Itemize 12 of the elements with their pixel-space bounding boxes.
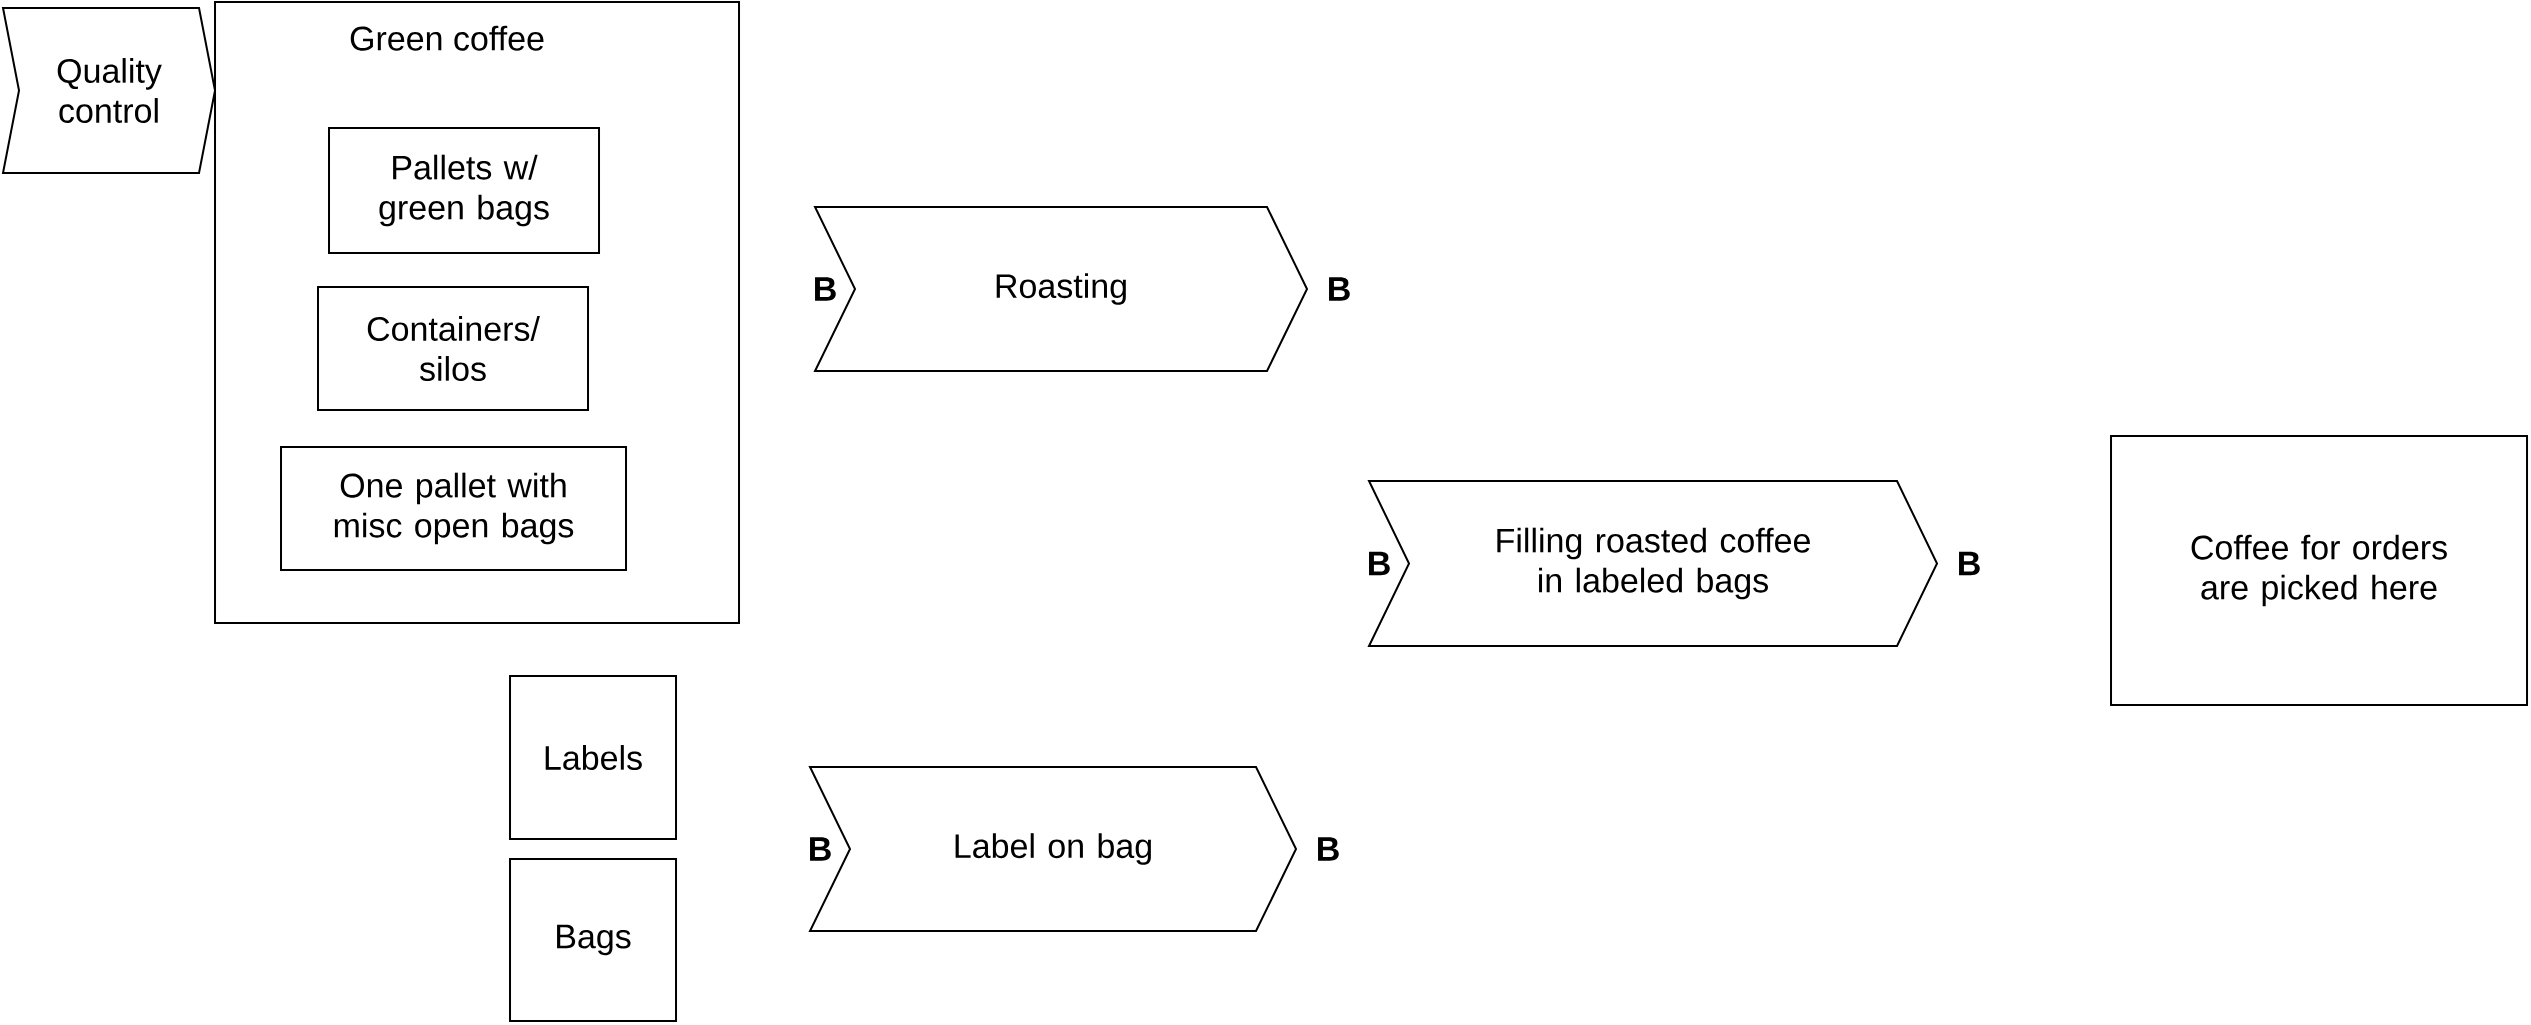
- side-letter: B: [815, 277, 836, 301]
- process-box: Bags: [509, 858, 677, 1022]
- side-letter: B: [1329, 277, 1350, 301]
- process-box: Pallets w/ green bags: [328, 127, 600, 254]
- process-box: Containers/ silos: [317, 286, 589, 411]
- side-letter: B: [1959, 551, 1980, 576]
- side-letter: B: [810, 837, 831, 861]
- side-letter: B: [1318, 837, 1339, 861]
- process-box: Coffee for orders are picked here: [2110, 435, 2529, 706]
- side-letter: B: [1369, 551, 1390, 576]
- process-box: One pallet with misc open bags: [280, 446, 627, 571]
- process-box: Labels: [509, 675, 677, 840]
